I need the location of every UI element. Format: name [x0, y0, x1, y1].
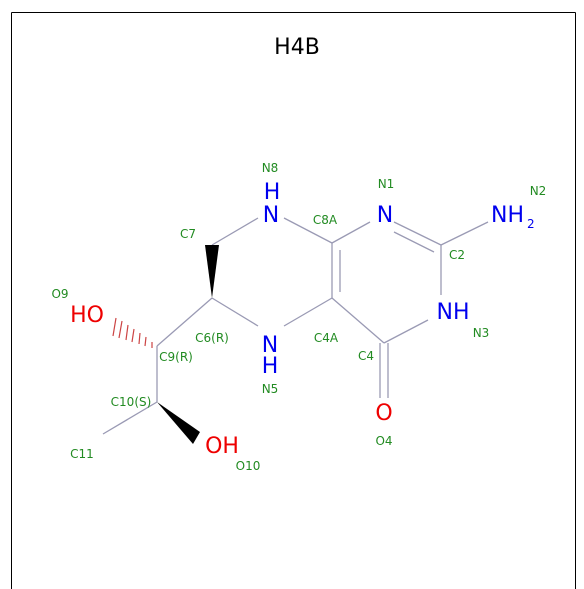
- bond-c2-n2: [440, 221, 489, 246]
- label-c7: C7: [180, 227, 196, 241]
- atom-o10-symbol: OH: [205, 434, 239, 459]
- label-o9: O9: [51, 287, 68, 301]
- bond-c10-c11: [102, 401, 158, 435]
- label-c6: C6(R): [195, 331, 229, 345]
- label-c9: C9(R): [159, 350, 193, 364]
- wedge-bond-c6-c7: [205, 245, 219, 298]
- label-c4a: C4A: [314, 331, 339, 345]
- label-c11: C11: [70, 447, 94, 461]
- label-n8: N8: [262, 161, 279, 175]
- label-n2: N2: [530, 184, 547, 198]
- bond-n3-c4: [383, 319, 429, 344]
- label-n1: N1: [378, 177, 395, 191]
- atom-n8-hydrogen: H: [264, 180, 281, 205]
- label-n3: N3: [473, 326, 490, 340]
- bonds: [102, 217, 489, 435]
- label-c4: C4: [358, 349, 374, 363]
- atom-n2-symbol: NH: [491, 203, 524, 228]
- label-o4: O4: [375, 434, 392, 448]
- atom-n1-symbol: N: [377, 203, 393, 228]
- bond-c6-c9: [156, 297, 213, 347]
- atom-n5-symbol: N: [262, 333, 278, 358]
- bond-n8-c8a: [283, 217, 333, 244]
- bond-n1-c2: [393, 221, 442, 246]
- bond-n5-c6: [211, 297, 259, 327]
- atom-n8-symbol: N: [263, 203, 279, 228]
- atom-o9-symbol: HO: [70, 303, 104, 328]
- label-c8a: C8A: [313, 213, 338, 227]
- diagram-title: H4B: [274, 35, 320, 60]
- label-n5: N5: [262, 382, 279, 396]
- label-c10: C10(S): [111, 395, 152, 409]
- wedge-bond-c10-o10: [157, 402, 200, 444]
- hashed-bond-c9-o9: [112, 317, 153, 348]
- atom-o4-symbol: O: [375, 401, 392, 426]
- bond-c7-n8: [211, 217, 259, 246]
- bond-c4-c4a: [331, 297, 385, 344]
- bond-c8a-n1: [331, 221, 371, 244]
- atom-n5-hydrogen: H: [262, 354, 279, 379]
- label-c2: C2: [449, 248, 465, 262]
- bond-n1-c2-inner: [393, 231, 435, 253]
- label-o10: O10: [236, 459, 261, 473]
- atom-n3-symbol: NH: [437, 300, 470, 325]
- bond-c4a-n5: [283, 297, 333, 327]
- atom-n2-subscript: 2: [527, 217, 535, 231]
